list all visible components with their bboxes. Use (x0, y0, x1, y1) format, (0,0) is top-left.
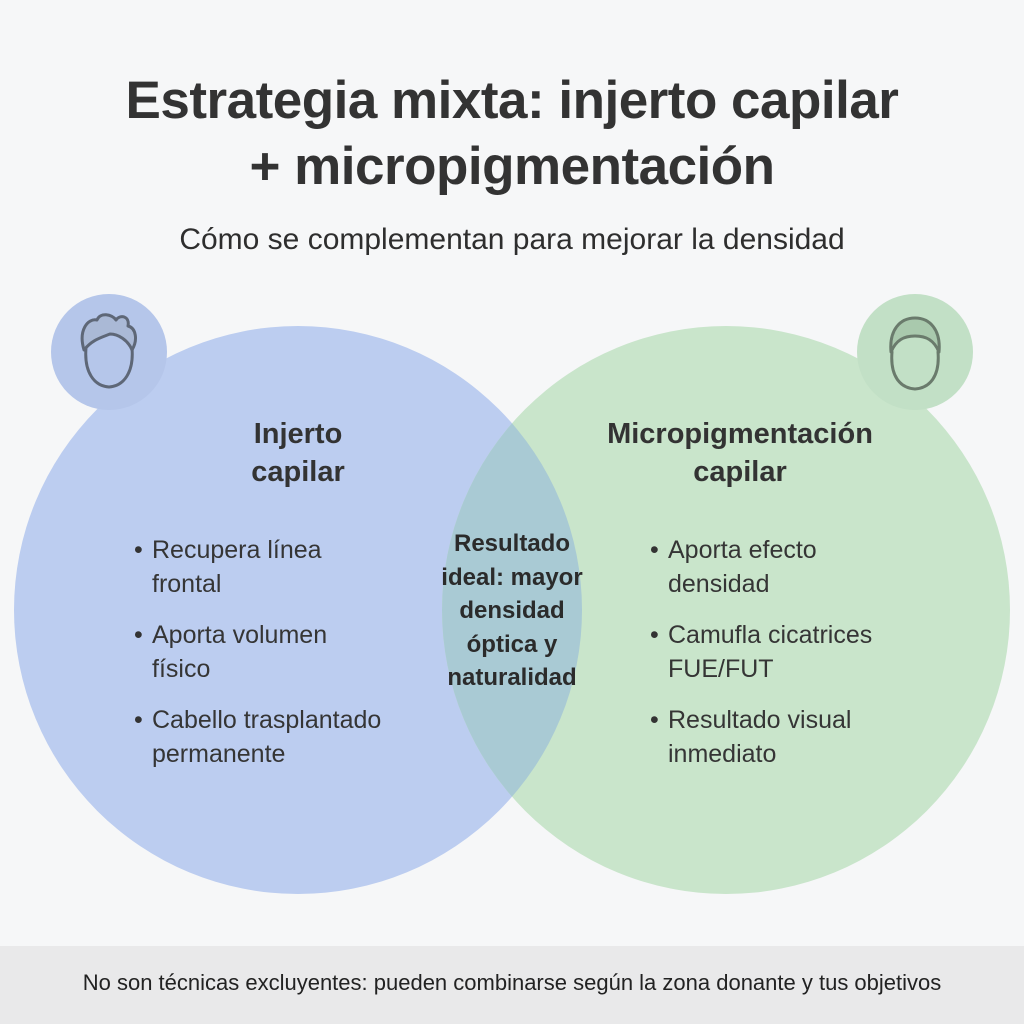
title-line-2: + micropigmentación (249, 137, 775, 196)
list-item: Cabello trasplantado permanente (134, 703, 424, 771)
title-line-1: Estrategia mixta: injerto capilar (125, 71, 899, 130)
page-subtitle: Cómo se complementan para mejorar la den… (179, 223, 845, 256)
footer-note: No son técnicas excluyentes: pueden comb… (82, 970, 942, 995)
overlap-result-text: Resultado ideal: mayor densidad óptica y… (441, 530, 583, 691)
injerto-heading-line-2: capilar (251, 456, 345, 488)
list-item: Recupera línea frontal (134, 533, 424, 601)
micropigmentacion-heading-line-2: capilar (693, 456, 787, 488)
list-item: Aporta efecto densidad (650, 533, 930, 601)
shaved-head-icon (857, 294, 973, 410)
list-item: Camufla cicatrices FUE/FUT (650, 618, 930, 686)
micropigmentacion-benefits-list: Aporta efecto densidad Camufla cicatrice… (650, 533, 930, 788)
micropigmentacion-heading: Micropigmentación capilar (590, 415, 890, 491)
injerto-heading-line-1: Injerto (253, 418, 343, 450)
list-item: Resultado visual inmediato (650, 703, 930, 771)
footer-bar (0, 946, 1024, 1024)
injerto-benefits-list: Recupera línea frontal Aporta volumen fí… (134, 533, 424, 788)
page-title: Estrategia mixta: injerto capilar + micr… (0, 68, 1024, 200)
micropigmentacion-heading-line-1: Micropigmentación (607, 418, 873, 450)
hair-head-icon (51, 294, 167, 410)
injerto-heading: Injerto capilar (198, 415, 398, 491)
list-item: Aporta volumen físico (134, 618, 424, 686)
